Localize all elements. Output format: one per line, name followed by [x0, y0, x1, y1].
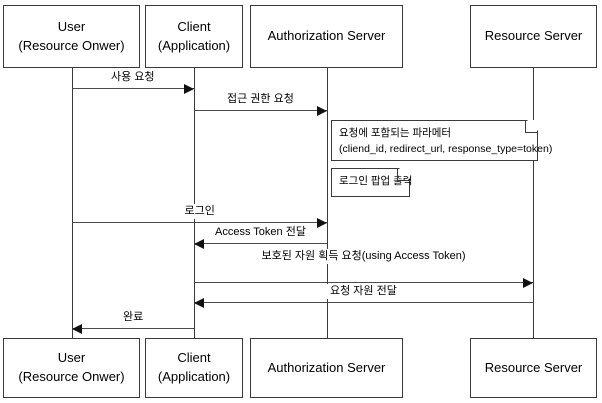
footer-box-resource-server: Resource Server: [470, 338, 597, 398]
footer-box-user-line1: User: [57, 350, 86, 366]
lifeline-authorization-server: [327, 68, 328, 338]
msg-access-permission-request-arrowhead: [317, 106, 327, 116]
note-request-parameters-fold-icon: [527, 120, 538, 131]
msg-protected-resource-request-line: [194, 282, 533, 283]
note-login-popup: 로그인 팝업 출력: [331, 168, 413, 197]
header-box-resource-server: Resource Server: [470, 5, 597, 68]
msg-login-label: 로그인: [181, 204, 218, 219]
msg-access-token-delivery-arrowhead: [194, 239, 204, 249]
note-login-popup-fold-icon: [399, 168, 410, 179]
msg-access-permission-request-label-line1: 접근 권한 요청: [227, 93, 294, 105]
lifeline-client: [194, 68, 195, 338]
header-box-client-line2: (Application): [157, 37, 231, 53]
header-box-resource-server-line1: Resource Server: [484, 28, 583, 44]
msg-complete-label: 완료: [120, 310, 147, 325]
footer-box-client-line2: (Application): [157, 369, 231, 384]
header-box-client: Client (Application): [145, 5, 243, 68]
msg-access-token-delivery-label: Access Token 전달: [212, 225, 309, 240]
lifeline-resource-server: [533, 68, 534, 338]
msg-usage-request-arrowhead: [184, 84, 194, 94]
footer-box-client: Client (Application): [145, 338, 243, 398]
msg-resource-delivery-line: [194, 302, 533, 303]
note-request-parameters: 요청에 포함되는 파라메터 (cliend_id, redirect_url, r…: [331, 120, 553, 161]
footer-box-user-line2: (Resource Onwer): [18, 369, 125, 384]
note-request-parameters-line2: (cliend_id, redirect_url, response_type=…: [339, 142, 553, 155]
msg-usage-request-label: 사용 요청: [108, 70, 158, 85]
footer-box-client-line1: Client: [177, 350, 211, 366]
header-box-client-line1: Client: [177, 18, 211, 34]
header-box-authorization-server: Authorization Server: [250, 5, 403, 68]
msg-protected-resource-request-label-line2: (using Access Token): [361, 250, 466, 262]
header-box-authorization-server-line1: Authorization Server: [267, 28, 386, 44]
msg-usage-request-label-line1: 사용 요청: [111, 71, 155, 83]
msg-resource-delivery-arrowhead: [194, 298, 204, 308]
msg-access-token-delivery-label-line1: Access Token 전달: [215, 226, 306, 238]
msg-protected-resource-request-label: 보호된 자원 획득 요청(using Access Token): [258, 249, 469, 264]
footer-box-authorization-server-line1: Authorization Server: [267, 359, 386, 375]
msg-complete-line: [72, 328, 194, 329]
msg-access-permission-request-line: [194, 110, 327, 111]
footer-box-resource-server-line1: Resource Server: [484, 359, 583, 375]
msg-resource-delivery-label-line1: 요청 자원 전달: [330, 285, 397, 297]
msg-login-label-line1: 로그인: [184, 205, 215, 217]
header-box-user-line2: (Resource Onwer): [18, 37, 125, 53]
msg-login-line: [72, 222, 327, 223]
note-request-parameters-line1: 요청에 포함되는 파라메터: [339, 127, 452, 139]
msg-protected-resource-request-label-line1: 보호된 자원 획득 요청: [261, 250, 362, 262]
msg-protected-resource-request-arrowhead: [523, 278, 533, 288]
footer-box-user: User (Resource Onwer): [3, 338, 140, 398]
msg-access-permission-request-label: 접근 권한 요청: [224, 92, 297, 107]
msg-resource-delivery-label: 요청 자원 전달: [327, 284, 400, 299]
lifeline-user: [72, 68, 73, 338]
msg-login-arrowhead: [317, 218, 327, 228]
note-login-popup-line1: 로그인 팝업 출력: [339, 175, 413, 187]
header-box-user-line1: User: [57, 18, 86, 34]
footer-box-authorization-server: Authorization Server: [250, 338, 403, 398]
msg-complete-arrowhead: [72, 324, 82, 334]
msg-usage-request-line: [72, 88, 194, 89]
header-box-user: User (Resource Onwer): [3, 5, 140, 68]
msg-access-token-delivery-line: [194, 243, 327, 244]
msg-complete-label-line1: 완료: [123, 311, 144, 323]
